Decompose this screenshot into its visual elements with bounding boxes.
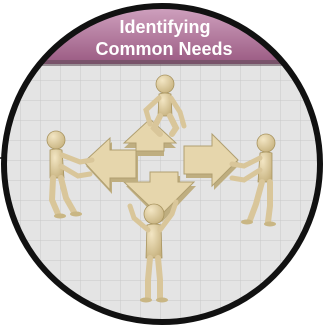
person-bottom-icon xyxy=(127,199,179,303)
person-right-icon xyxy=(229,133,276,227)
banner-title-line1: Identifying xyxy=(120,17,211,37)
arrow-west-icon xyxy=(83,136,138,194)
arrow-south-icon xyxy=(122,171,196,222)
person-top-icon xyxy=(143,74,187,137)
arrow-east-icon xyxy=(183,132,240,190)
person-left-icon xyxy=(46,130,95,219)
banner-title-line2: Common Needs xyxy=(95,39,232,59)
circle-frame xyxy=(1,3,323,325)
